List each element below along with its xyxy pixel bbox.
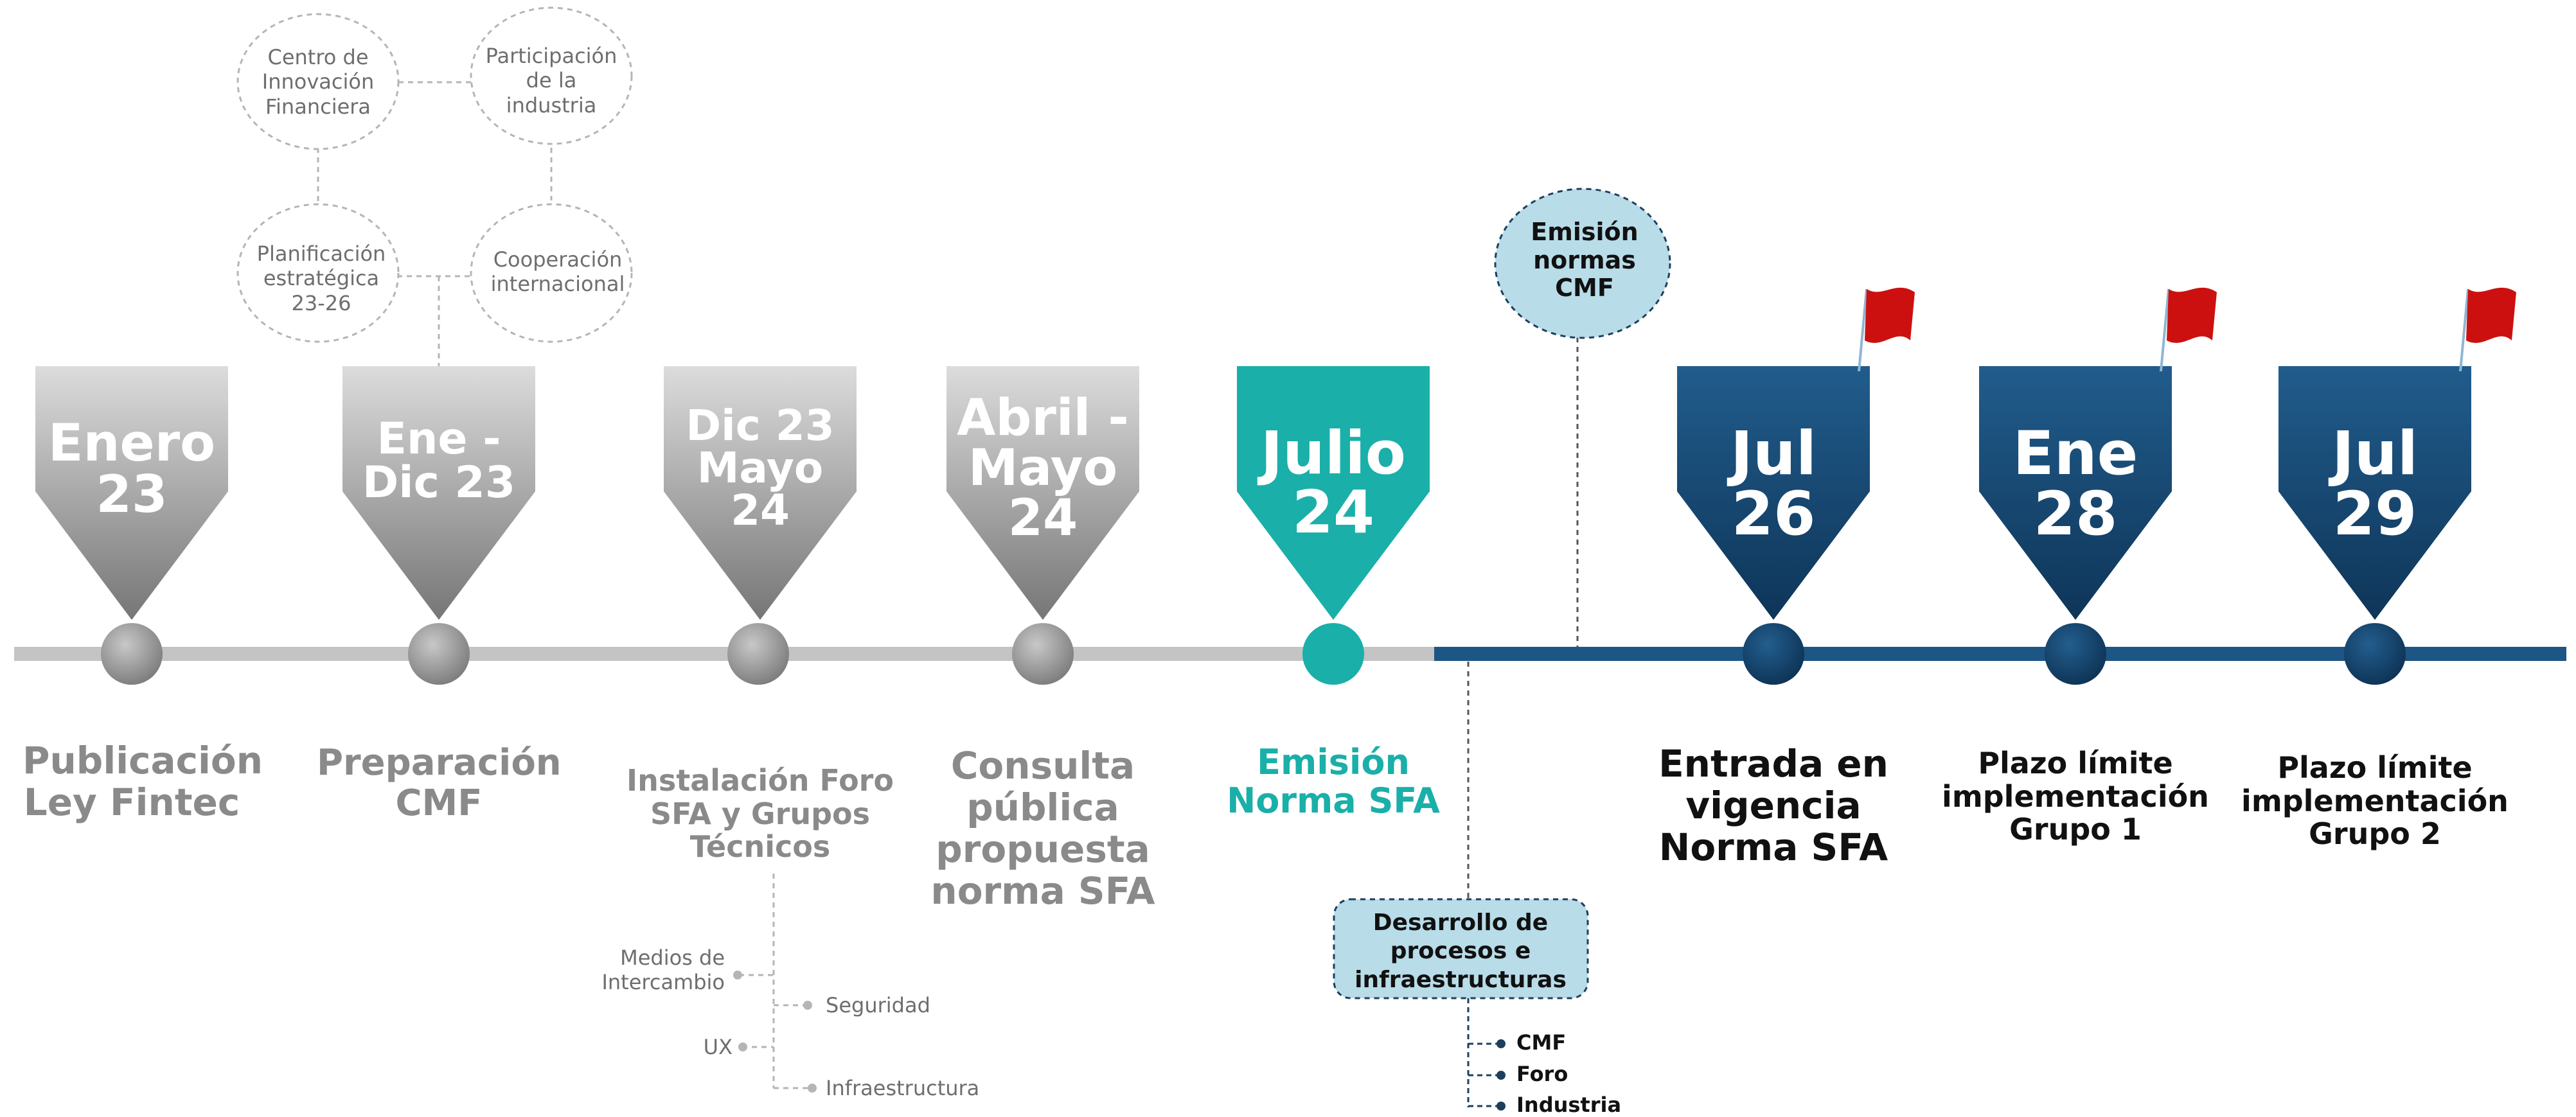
milestone-circles <box>101 623 2406 685</box>
desarrollo-item-industria: Industria <box>1516 1093 1622 1117</box>
timeline-line-past <box>14 647 1439 661</box>
milestone-dot <box>101 623 163 685</box>
participation-text: Participación de la industria <box>485 44 617 118</box>
milestone-arrow <box>2278 366 2471 620</box>
milestone-label: Publicación Ley Fintec <box>22 739 263 824</box>
foro-medios: Medios de Intercambio <box>601 945 725 995</box>
milestone-date: Enero 23 <box>48 413 216 524</box>
emision-bubble-shape <box>1494 188 1671 339</box>
cooperation-text: Cooperación internacional <box>490 247 625 297</box>
milestone-arrow <box>35 366 228 620</box>
planning-bubble <box>236 203 400 343</box>
milestone-dot <box>408 623 470 685</box>
flag-icon <box>2466 287 2516 343</box>
milestone-label: Entrada en vigencia Norma SFA <box>1658 742 1888 869</box>
cluster-connectors <box>317 81 553 366</box>
emision-bubble-text: Emisión normas CMF <box>1531 218 1639 303</box>
milestone-arrow <box>342 366 535 620</box>
desarrollo-box-shape <box>1333 898 1589 999</box>
flag-pole <box>2459 288 2469 372</box>
milestone-arrow <box>664 366 857 620</box>
foro-dots <box>733 971 817 1093</box>
milestone-date: Abril - Mayo 24 <box>957 389 1129 547</box>
milestone-arrow <box>1979 366 2172 620</box>
milestone-arrow <box>946 366 1139 620</box>
participation-bubble <box>470 6 633 145</box>
desarrollo-dots <box>1497 1039 1506 1111</box>
desarrollo-item-foro: Foro <box>1516 1062 1568 1086</box>
innovation-text: Centro de Innovación Financiera <box>262 45 375 119</box>
milestone-date: Ene - Dic 23 <box>362 414 516 508</box>
milestone-label: Emisión Norma SFA <box>1227 742 1440 822</box>
foro-infraestructura: Infraestructura <box>826 1076 980 1100</box>
milestone-date: Dic 23 Mayo 24 <box>686 401 835 535</box>
planning-text: Planificación estratégica 23-26 <box>256 242 386 315</box>
milestone-arrow <box>1237 366 1430 620</box>
flag-pole <box>1858 288 1868 372</box>
desarrollo-item-cmf: CMF <box>1516 1030 1567 1055</box>
flag-icon <box>1865 287 1915 343</box>
foro-ux: UX <box>703 1035 733 1059</box>
milestone-dot <box>2344 623 2406 685</box>
flag-icon <box>2167 287 2217 343</box>
cluster-bubbles <box>236 6 633 343</box>
milestone-date: Jul 26 <box>1730 419 1817 549</box>
milestone-dot <box>1012 623 1074 685</box>
milestone-date: Jul 29 <box>2331 419 2419 549</box>
cooperation-bubble <box>470 203 633 343</box>
desarrollo-text: Desarrollo de procesos e infraestructura… <box>1355 910 1567 993</box>
milestone-dot <box>1302 623 1364 685</box>
innovation-bubble <box>236 13 400 150</box>
milestone-dot <box>2045 623 2106 685</box>
milestone-label: Plazo límite implementación Grupo 2 <box>2241 750 2509 852</box>
milestone-arrow <box>1677 366 1870 620</box>
milestone-label: Consulta pública propuesta norma SFA <box>930 744 1155 913</box>
milestone-label: Preparación CMF <box>317 742 562 824</box>
foro-seguridad: Seguridad <box>826 993 930 1017</box>
flag-pole <box>2160 288 2170 372</box>
milestone-arrows <box>35 366 2471 620</box>
milestone-label: Instalación Foro SFA y Grupos Técnicos <box>626 763 894 865</box>
milestone-date: Ene 28 <box>2012 419 2138 549</box>
milestone-label: Plazo límite implementación Grupo 1 <box>1942 746 2209 847</box>
flags <box>1858 287 2516 372</box>
timeline-line-future <box>1434 647 2566 661</box>
milestone-dot <box>1743 623 1804 685</box>
milestone-dot <box>727 623 789 685</box>
milestone-date: Julio 24 <box>1260 419 1406 547</box>
foro-branches <box>739 874 811 1089</box>
desarrollo-branches <box>1467 998 1500 1107</box>
